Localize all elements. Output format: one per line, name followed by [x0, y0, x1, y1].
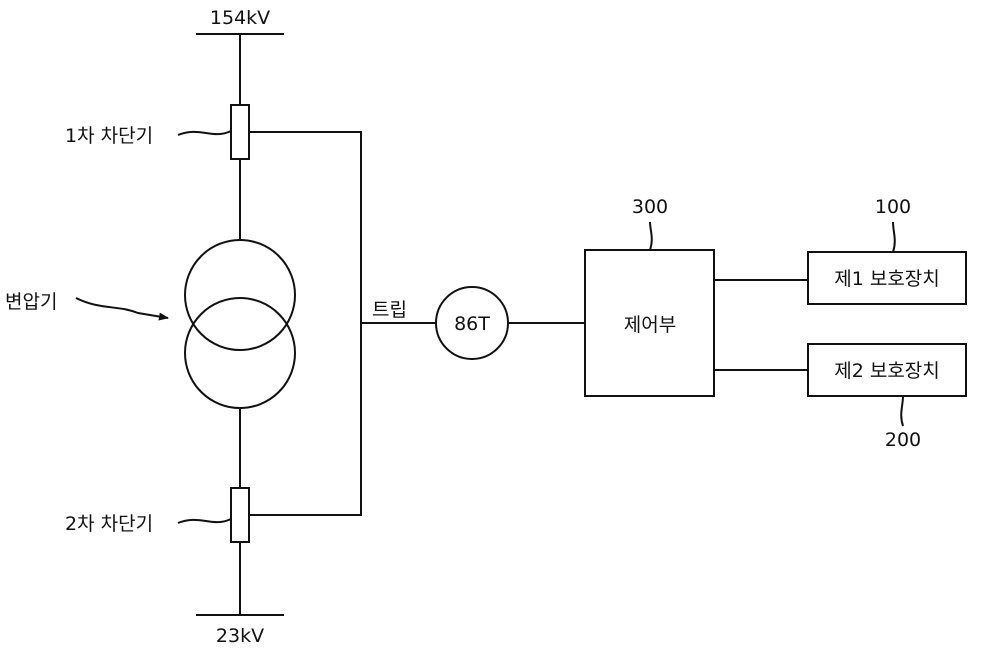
- trip-line-primary: [249, 132, 361, 515]
- protection-device-2-label: 제2 보호장치: [834, 360, 940, 382]
- protection-device-1-ref-leader: [893, 222, 895, 252]
- primary-breaker: [231, 105, 249, 159]
- relay-86t-label: 86T: [454, 313, 490, 335]
- controller-ref-number: 300: [632, 196, 668, 218]
- transformer-secondary-winding: [185, 298, 295, 408]
- protection-device-1-label: 제1 보호장치: [834, 268, 940, 290]
- bus-23kv-label: 23kV: [216, 625, 264, 647]
- protection-device-2-ref-number: 200: [885, 429, 921, 451]
- transformer-primary-winding: [185, 240, 295, 350]
- protection-device-1-ref-number: 100: [875, 196, 911, 218]
- primary-breaker-leader: [178, 131, 231, 135]
- secondary-breaker-leader: [178, 519, 231, 523]
- primary-breaker-label: 1차 차단기: [65, 125, 153, 147]
- trip-label: 트립: [372, 299, 407, 321]
- controller-ref-leader: [650, 222, 652, 250]
- secondary-breaker-label: 2차 차단기: [65, 513, 153, 535]
- protection-device-2-ref-leader: [901, 396, 903, 426]
- secondary-breaker: [231, 488, 249, 542]
- transformer-leader: [76, 298, 168, 318]
- bus-154kv-label: 154kV: [210, 7, 270, 29]
- transformer-label: 변압기: [5, 291, 57, 313]
- controller-label: 제어부: [624, 314, 676, 336]
